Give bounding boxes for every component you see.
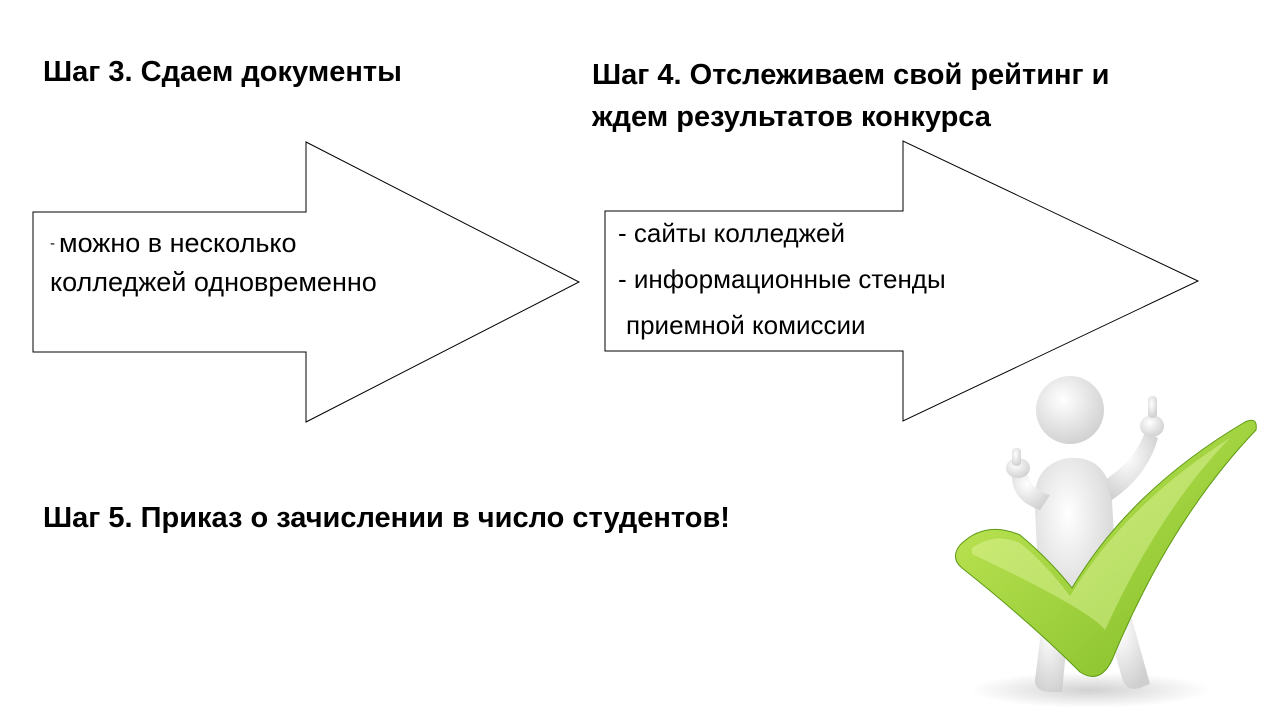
arrow1-line1: -можно в несколько	[50, 224, 377, 263]
figure-hand-left	[1006, 458, 1030, 478]
arrow2-line1: - сайты колледжей	[618, 218, 846, 248]
arrow2-line3: приемной комиссии	[626, 310, 866, 340]
figure-arm-right	[1105, 432, 1158, 500]
arrow1-dash: -	[50, 235, 55, 252]
step5-title: Шаг 5. Приказ о зачислении в число студе…	[43, 502, 730, 534]
step4-title-line1: Шаг 4. Отслеживаем свой рейтинг и	[592, 59, 1110, 91]
figure-hand-right	[1140, 415, 1164, 437]
step3-title: Шаг 3. Сдаем документы	[43, 56, 402, 88]
person-thumbs-up-checkmark-icon	[955, 376, 1257, 708]
arrow1-line1-text: можно в несколько	[59, 228, 297, 258]
arrow2-text: - сайты колледжей - информационные стенд…	[618, 210, 946, 348]
arrow1-text: -можно в несколько колледжей одновременн…	[50, 224, 377, 301]
arrow2-shape	[604, 140, 1200, 422]
figure-arm-left	[1011, 470, 1050, 510]
figure-shadow	[970, 672, 1210, 708]
arrow2-line2: - информационные стенды	[618, 264, 946, 294]
arrow1-line2: колледжей одновременно	[50, 267, 377, 297]
figure-thumb-right	[1148, 396, 1157, 418]
figure-thumb-left	[1012, 448, 1021, 466]
arrow1-shape	[32, 141, 581, 423]
checkmark-highlight	[972, 438, 1230, 630]
figure-head	[1036, 376, 1104, 444]
step4-title-line2: ждем результатов конкурса	[592, 101, 991, 133]
checkmark-icon	[955, 419, 1257, 677]
step4-title: Шаг 4. Отслеживаем свой рейтинг и ждем р…	[592, 54, 1110, 138]
